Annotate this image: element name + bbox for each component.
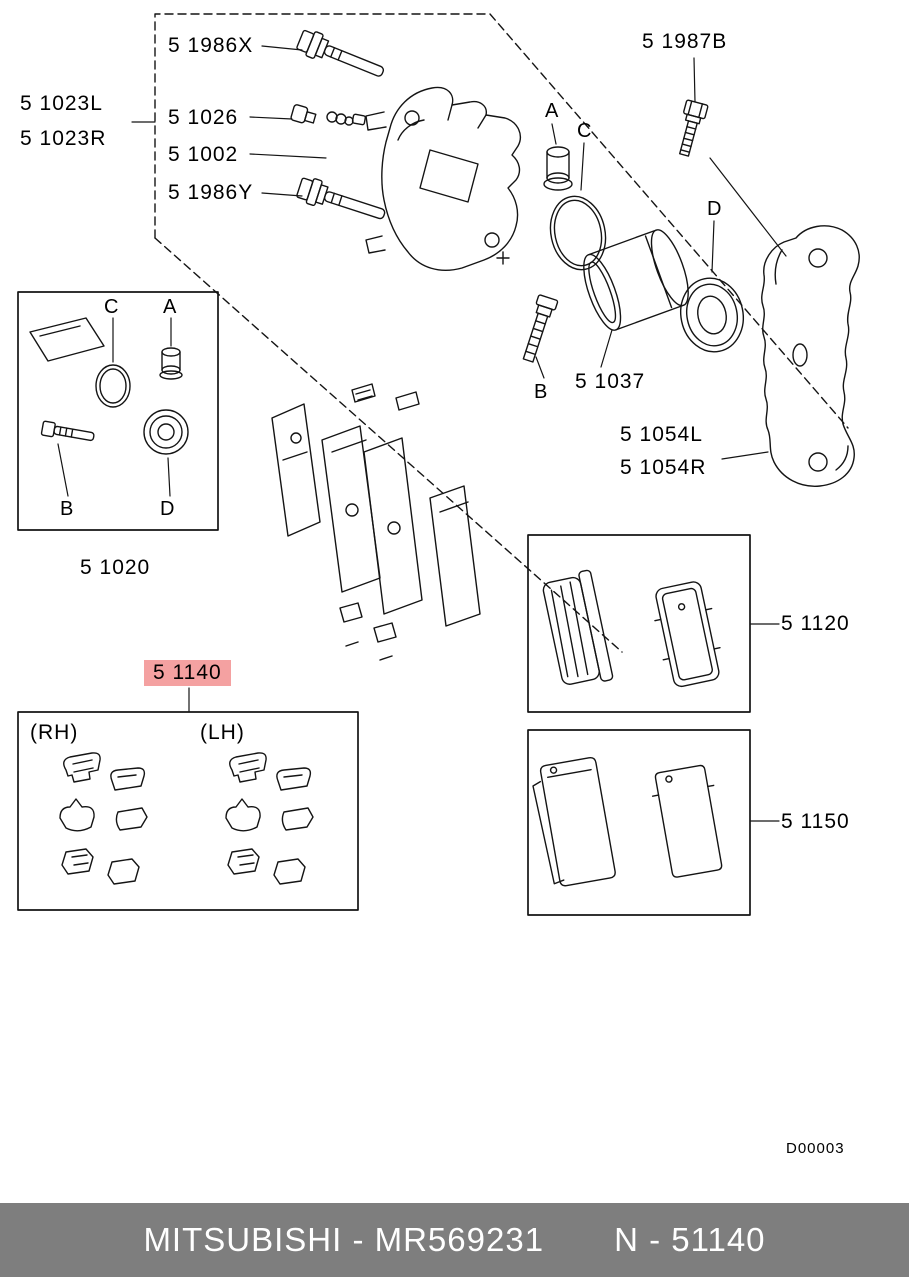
seal-kit-box-frame (17, 291, 219, 531)
part-callout-51140[interactable]: 5 1140 (144, 660, 231, 687)
part-callout-51023L[interactable]: 5 1023L (20, 92, 103, 115)
guide-pin-lower-drawing (296, 177, 386, 220)
footer-bar: MITSUBISHI - MR569231 N - 51140 (0, 1203, 909, 1277)
guide-pin-upper-drawing (296, 29, 385, 77)
shim-set-box-frame (527, 729, 751, 916)
leader-lines (131, 45, 787, 822)
pin-b-drawing (522, 294, 559, 363)
callout-letter-d: D (707, 198, 722, 220)
seal-kit-letter-a: A (163, 296, 177, 318)
part-callout-51054L[interactable]: 5 1054L (620, 423, 703, 446)
clip-set-rh-drawing (59, 752, 148, 885)
pad-set-box-frame (527, 534, 751, 713)
callout-letter-c: C (577, 120, 592, 142)
fitting-drawing (290, 104, 317, 124)
seal-kit-letter-c: C (104, 296, 119, 318)
footer-ref: N - 51140 (614, 1221, 766, 1258)
seal-kit-letter-d: D (160, 498, 175, 520)
piston-drawing (583, 229, 689, 331)
pad-stack-drawing (271, 383, 481, 661)
clip-kit-rh-label: (RH) (30, 721, 79, 744)
bleeder-screw-drawing (326, 111, 366, 126)
cap-a-drawing (543, 146, 573, 191)
clip-set-lh-drawing (225, 752, 314, 885)
callout-letter-a: A (545, 100, 559, 122)
footer-brand-part: MITSUBISHI - MR569231 (143, 1221, 545, 1258)
part-callout-51150[interactable]: 5 1150 (781, 810, 850, 833)
assembly-boundary-dashed (154, 13, 849, 653)
seal-kit-letter-b: B (60, 498, 74, 520)
part-callout-51054R[interactable]: 5 1054R (620, 456, 707, 479)
part-callout-51026[interactable]: 5 1026 (168, 106, 239, 129)
part-callout-51002[interactable]: 5 1002 (168, 143, 239, 166)
clip-kit-box-frame (17, 711, 359, 911)
part-callout-51020[interactable]: 5 1020 (80, 556, 151, 579)
clip-kit-lh-label: (LH) (200, 721, 245, 744)
ring-c-drawing (549, 195, 607, 271)
seal-d-drawing (680, 277, 744, 353)
seal-kit-contents (29, 317, 189, 497)
pad-set-contents (542, 569, 721, 688)
bracket-bolt-drawing (679, 99, 709, 157)
shim-set-contents (532, 756, 723, 887)
part-callout-51023R[interactable]: 5 1023R (20, 127, 107, 150)
drawing-code: D00003 (786, 1140, 845, 1157)
caliper-body-drawing (365, 86, 522, 271)
part-callout-51986Y[interactable]: 5 1986Y (168, 181, 254, 204)
callout-letter-b: B (534, 381, 548, 403)
part-callout-51987B[interactable]: 5 1987B (642, 30, 728, 53)
part-callout-51037[interactable]: 5 1037 (575, 370, 646, 393)
part-callout-51120[interactable]: 5 1120 (781, 612, 850, 635)
carrier-bracket-drawing (761, 225, 860, 487)
part-callout-51986X[interactable]: 5 1986X (168, 34, 254, 57)
